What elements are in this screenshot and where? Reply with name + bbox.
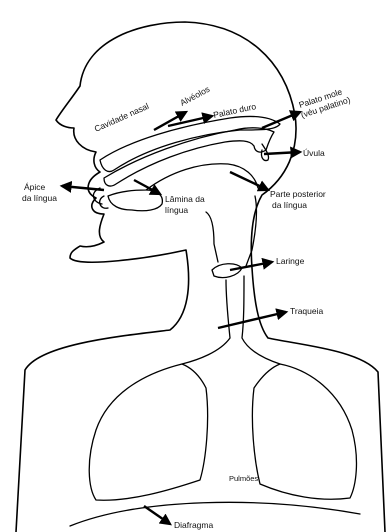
trachea xyxy=(182,276,280,364)
label-apice-line2: da língua xyxy=(22,193,57,203)
label-cavidade-nasal: Cavidade nasal xyxy=(93,101,151,134)
label-lamina: Lâmina da xyxy=(165,194,205,204)
label-parte-posterior-line2: da língua xyxy=(272,200,307,210)
arrow-diafragma xyxy=(144,506,170,524)
diaphragm xyxy=(70,502,360,526)
larynx xyxy=(212,264,242,278)
arrow-lamina xyxy=(134,180,160,194)
label-traqueia: Traqueia xyxy=(290,306,324,316)
arrow-palato-mole xyxy=(262,112,300,128)
lung-left xyxy=(89,364,207,500)
palate xyxy=(104,128,274,186)
arrow-apice xyxy=(62,186,104,190)
arrow-parte-posterior xyxy=(230,172,268,190)
label-lamina-line2: língua xyxy=(165,205,188,215)
pharynx xyxy=(206,196,256,266)
label-parte-posterior: Parte posterior xyxy=(270,189,326,199)
lung-right xyxy=(252,364,356,499)
label-pulmoes: Pulmões xyxy=(229,474,258,483)
label-uvula: Úvula xyxy=(303,148,325,158)
label-diafragma: Diafragma xyxy=(174,520,213,530)
label-alveolos: Alvéolos xyxy=(178,84,211,108)
label-apice: Ápice xyxy=(24,182,46,192)
arrow-uvula xyxy=(264,152,300,154)
label-laringe: Laringe xyxy=(276,256,305,266)
